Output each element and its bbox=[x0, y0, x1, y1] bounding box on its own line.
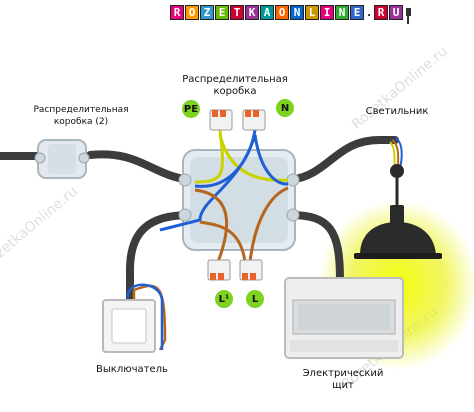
box2-label: Распределительная коробка (2) bbox=[27, 104, 135, 128]
cable-main-to-switch bbox=[126, 211, 194, 304]
main-junction-box bbox=[178, 149, 300, 251]
switch-wire-blue bbox=[126, 283, 164, 350]
badge-n: N bbox=[276, 99, 294, 117]
box2-label-line2: коробка (2) bbox=[53, 117, 109, 127]
panel-label-line2: щит bbox=[332, 380, 354, 391]
logo-letter: N bbox=[335, 5, 349, 20]
box-neutral-wire bbox=[159, 129, 289, 232]
light-switch bbox=[102, 299, 156, 353]
badge-pe: PE bbox=[182, 100, 200, 118]
box-earth-wire bbox=[194, 129, 289, 184]
cable-main-to-panel bbox=[286, 211, 344, 284]
box-phase-wire-lamp bbox=[248, 186, 289, 263]
logo-letter: I bbox=[320, 5, 334, 20]
switch-label: Выключатель bbox=[96, 364, 168, 375]
badge-l1: L¹ bbox=[215, 290, 233, 308]
logo-letter: U bbox=[389, 5, 403, 20]
panel-label: Электрический щит bbox=[298, 368, 388, 392]
logo-letter: R bbox=[170, 5, 184, 20]
pendant-lamp bbox=[354, 164, 442, 259]
logo-letter: A bbox=[260, 5, 274, 20]
cable-main-to-lamp bbox=[286, 136, 399, 184]
electrical-panel bbox=[284, 277, 404, 359]
panel-label-line1: Электрический bbox=[302, 368, 384, 379]
main-box-label-line2: коробка bbox=[213, 86, 257, 97]
logo-letter: L bbox=[305, 5, 319, 20]
logo-letter: R bbox=[374, 5, 388, 20]
junction-box-2 bbox=[34, 139, 90, 179]
logo-letter: . bbox=[365, 5, 373, 20]
logo-letter: N bbox=[290, 5, 304, 20]
main-box-label-line1: Распределительная bbox=[182, 74, 288, 85]
badge-l: L bbox=[246, 290, 264, 308]
lamp-wire-earth bbox=[389, 141, 396, 169]
logo-letter: O bbox=[275, 5, 289, 20]
box-phase-wire-switch bbox=[199, 220, 247, 263]
logo-letter: O bbox=[185, 5, 199, 20]
logo-letter: E bbox=[350, 5, 364, 20]
cable-box2-to-main bbox=[86, 150, 194, 184]
plug-icon bbox=[406, 8, 411, 24]
box-phase-wire-in bbox=[194, 188, 228, 263]
logo-letter: T bbox=[230, 5, 244, 20]
main-box-label: Распределительная коробка bbox=[180, 74, 290, 98]
logo-letter: Z bbox=[200, 5, 214, 20]
box2-label-line1: Распределительная bbox=[33, 105, 129, 115]
wago-connectors bbox=[207, 109, 266, 281]
logo-letter: K bbox=[245, 5, 259, 20]
lamp-label: Светильник bbox=[365, 106, 429, 117]
logo-letter: E bbox=[215, 5, 229, 20]
